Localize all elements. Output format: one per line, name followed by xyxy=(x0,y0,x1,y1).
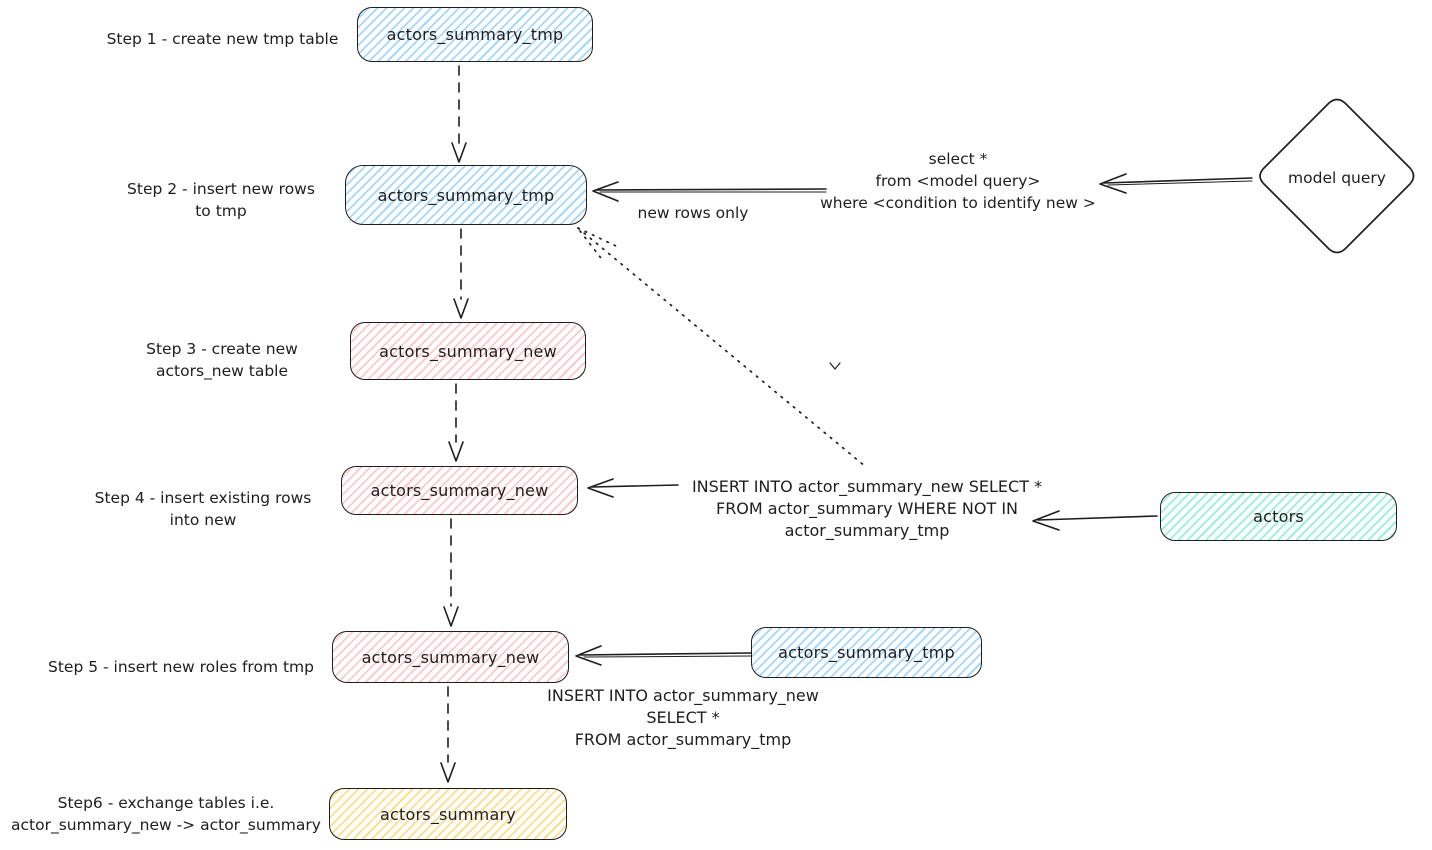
node-actors-label: actors xyxy=(1253,507,1304,526)
arrow-step2-to-step3 xyxy=(453,228,469,319)
node-step3-new-table[interactable]: actors_summary_new xyxy=(350,322,586,380)
step6-label: Step6 - exchange tables i.e. actor_summa… xyxy=(11,794,321,834)
arrow-model-query-to-select xyxy=(1099,173,1253,194)
node-actors-source-table[interactable]: actors xyxy=(1160,492,1397,541)
node-step2-tmp-table[interactable]: actors_summary_tmp xyxy=(345,165,587,225)
step5-label: Step 5 - insert new roles from tmp xyxy=(48,658,314,676)
node-step5-new-table[interactable]: actors_summary_new xyxy=(332,631,569,683)
node-step1-label: actors_summary_tmp xyxy=(386,25,564,44)
node-step5-label: actors_summary_new xyxy=(361,647,540,667)
dotted-link-step2-to-sql xyxy=(577,227,867,468)
arrow-step5-to-step6 xyxy=(440,686,456,783)
step4-label: Step 4 - insert existing rows into new xyxy=(94,489,312,529)
step3-label: Step 3 - create new actors_new table xyxy=(146,340,298,380)
step2-label: Step 2 - insert new rows to tmp xyxy=(127,180,315,220)
arrow-new-rows-into-tmp xyxy=(592,181,827,202)
insert-sql-step4-text: INSERT INTO actor_summary_new SELECT * F… xyxy=(691,477,1043,540)
node-step6-label: actors_summary xyxy=(380,804,516,824)
node-step1-tmp-table[interactable]: actors_summary_tmp xyxy=(357,7,593,62)
stray-tick-mark xyxy=(829,362,841,370)
node-step2-label: actors_summary_tmp xyxy=(377,185,555,205)
arrow-insert-into-step4 xyxy=(587,478,679,498)
arrow-step3-to-step4 xyxy=(448,383,464,462)
node-step6-summary-table[interactable]: actors_summary xyxy=(329,788,567,840)
arrow-actors-to-insert xyxy=(1032,510,1158,531)
node-step5-source-label: actors_summary_tmp xyxy=(778,643,955,662)
model-query-label: model query xyxy=(1288,169,1386,187)
node-step3-label: actors_summary_new xyxy=(379,341,557,361)
arrow-step1-to-step2 xyxy=(451,65,467,163)
new-rows-only-label: new rows only xyxy=(637,204,749,222)
arrow-tmp-to-step5 xyxy=(575,645,752,666)
insert-sql-step5-text: INSERT INTO actor_summary_new SELECT * F… xyxy=(547,686,819,749)
node-step4-new-table[interactable]: actors_summary_new xyxy=(341,466,578,515)
step1-label: Step 1 - create new tmp table xyxy=(106,30,339,48)
model-query-diamond[interactable] xyxy=(1259,98,1415,254)
select-query-text: select * from <model query> where <condi… xyxy=(820,150,1096,212)
node-step4-label: actors_summary_new xyxy=(370,481,549,500)
arrow-step4-to-step5 xyxy=(443,518,459,627)
node-step5-source-tmp-table[interactable]: actors_summary_tmp xyxy=(751,627,982,678)
